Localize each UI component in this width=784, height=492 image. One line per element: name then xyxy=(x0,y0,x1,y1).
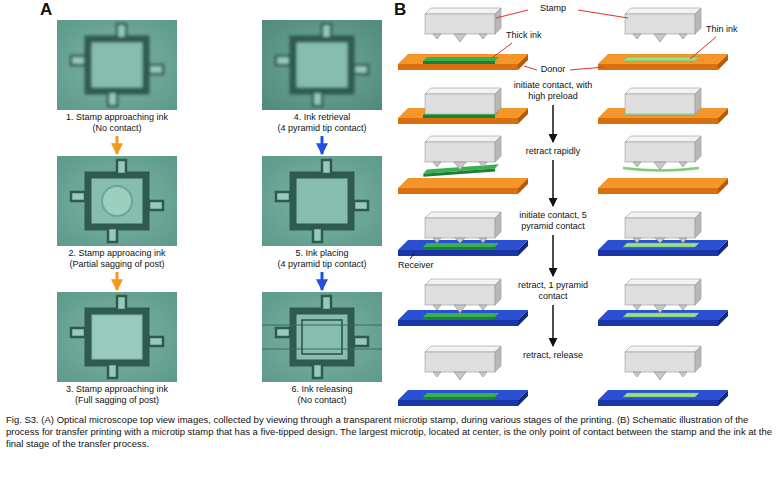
part-label: Donor xyxy=(530,64,576,75)
part-label: Thin ink xyxy=(706,24,738,35)
step-arrow xyxy=(552,105,554,142)
transfer-scene xyxy=(598,212,728,256)
panel-caption: (Partial sagging of post) xyxy=(47,259,187,270)
panel-caption: (No contact) xyxy=(47,123,187,134)
image-panel: 2. Stamp approacing ink(Partial sagging … xyxy=(47,156,187,270)
panel-letter: A xyxy=(40,0,52,20)
step-arrow xyxy=(552,235,554,276)
transfer-scene xyxy=(398,136,528,194)
image-panel: 6. Ink releasing(No contact) xyxy=(252,292,392,406)
image-panel: 5. Ink placing(4 pyramid tip contact) xyxy=(252,156,392,270)
part-label: Receiver xyxy=(398,260,434,271)
step-label: initiate contact, 5 pyramid contact xyxy=(512,210,594,232)
panel-caption: 6. Ink releasing xyxy=(252,384,392,395)
microscope-image xyxy=(57,20,177,110)
figure-caption: Fig. S3. (A) Optical microscope top view… xyxy=(6,414,778,450)
image-area xyxy=(47,20,187,112)
step-arrow xyxy=(116,272,119,290)
image-area xyxy=(252,156,392,248)
transfer-scene xyxy=(598,88,728,124)
image-area xyxy=(47,292,187,384)
panel-caption: 1. Stamp approaching ink xyxy=(47,112,187,123)
panel-letter: B xyxy=(394,0,406,20)
step-label: retract, release xyxy=(512,350,594,361)
step-arrow xyxy=(552,305,554,346)
panel-caption: (Full sagging of post) xyxy=(47,395,187,406)
panel-caption: (No contact) xyxy=(252,395,392,406)
leader-line xyxy=(410,254,414,259)
step-label: initiate contact, with high preload xyxy=(512,80,594,102)
transfer-scene xyxy=(598,279,728,326)
microscope-image xyxy=(262,156,382,246)
microscope-image xyxy=(57,292,177,382)
panel-caption: 2. Stamp approacing ink xyxy=(47,248,187,259)
image-area xyxy=(47,156,187,248)
transfer-scene xyxy=(398,279,528,326)
step-label: retract rapidly xyxy=(512,146,594,157)
panel-caption: (4 pyramid tip contact) xyxy=(252,259,392,270)
transfer-scene xyxy=(598,136,728,194)
panel-caption: (4 pyramid tip contact) xyxy=(252,123,392,134)
image-panel: 3. Stamp approaching ink(Full sagging of… xyxy=(47,292,187,406)
transfer-scene xyxy=(398,212,528,256)
part-label: Stamp xyxy=(530,3,576,14)
microscope-image xyxy=(57,156,177,246)
transfer-scene xyxy=(598,346,728,406)
image-area xyxy=(252,20,392,112)
step-arrow xyxy=(552,160,554,206)
image-panel: 1. Stamp approaching ink(No contact) xyxy=(47,20,187,134)
transfer-scene xyxy=(398,88,528,124)
image-panel: 4. Ink retrieval(4 pyramid tip contact) xyxy=(252,20,392,134)
transfer-scene xyxy=(598,8,728,70)
panel-caption: 5. Ink placing xyxy=(252,248,392,259)
part-label: Thick ink xyxy=(506,30,542,41)
leader-lines xyxy=(492,10,716,70)
step-label: retract, 1 pyramid contact xyxy=(512,280,594,302)
image-area xyxy=(252,292,392,384)
step-arrow xyxy=(321,272,324,290)
panel-caption: 4. Ink retrieval xyxy=(252,112,392,123)
microscope-image xyxy=(262,20,382,110)
transfer-scene xyxy=(398,346,528,406)
step-arrow xyxy=(321,136,324,154)
step-arrow xyxy=(116,136,119,154)
microscope-image xyxy=(262,292,382,382)
panel-caption: 3. Stamp approaching ink xyxy=(47,384,187,395)
